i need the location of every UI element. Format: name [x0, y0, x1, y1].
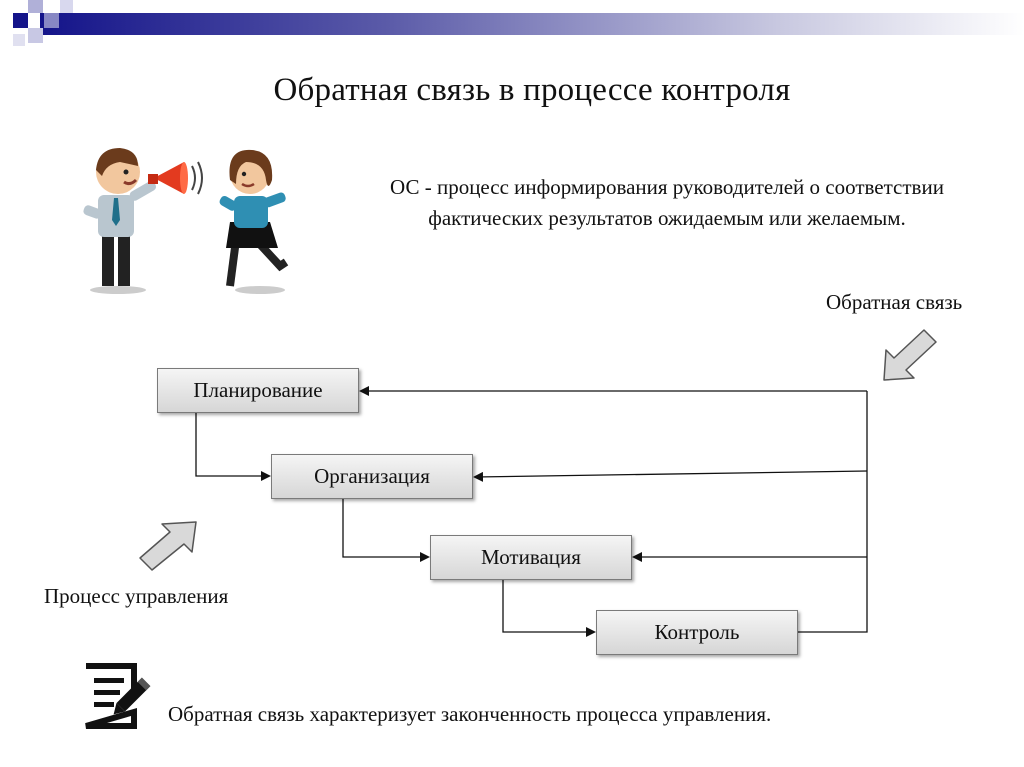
bottom-note: Обратная связь характеризует законченнос…	[168, 702, 772, 726]
step-control: Контроль	[596, 610, 798, 655]
feedback-label: Обратная связь	[826, 290, 963, 314]
step-organizing: Организация	[271, 454, 473, 499]
up-right-arrow-icon	[139, 521, 197, 571]
people-megaphone-icon	[83, 148, 289, 294]
process-label: Процесс управления	[44, 584, 229, 608]
step-planning: Планирование	[157, 368, 359, 413]
document-pencil-icon	[85, 663, 151, 729]
definition-text: ОС - процесс информирования руководителе…	[390, 175, 944, 230]
step-motivation: Мотивация	[430, 535, 632, 580]
checkered-squares-icon	[13, 0, 1024, 46]
down-left-arrow-icon	[883, 329, 937, 381]
page-title: Обратная связь в процессе контроля	[273, 72, 791, 108]
